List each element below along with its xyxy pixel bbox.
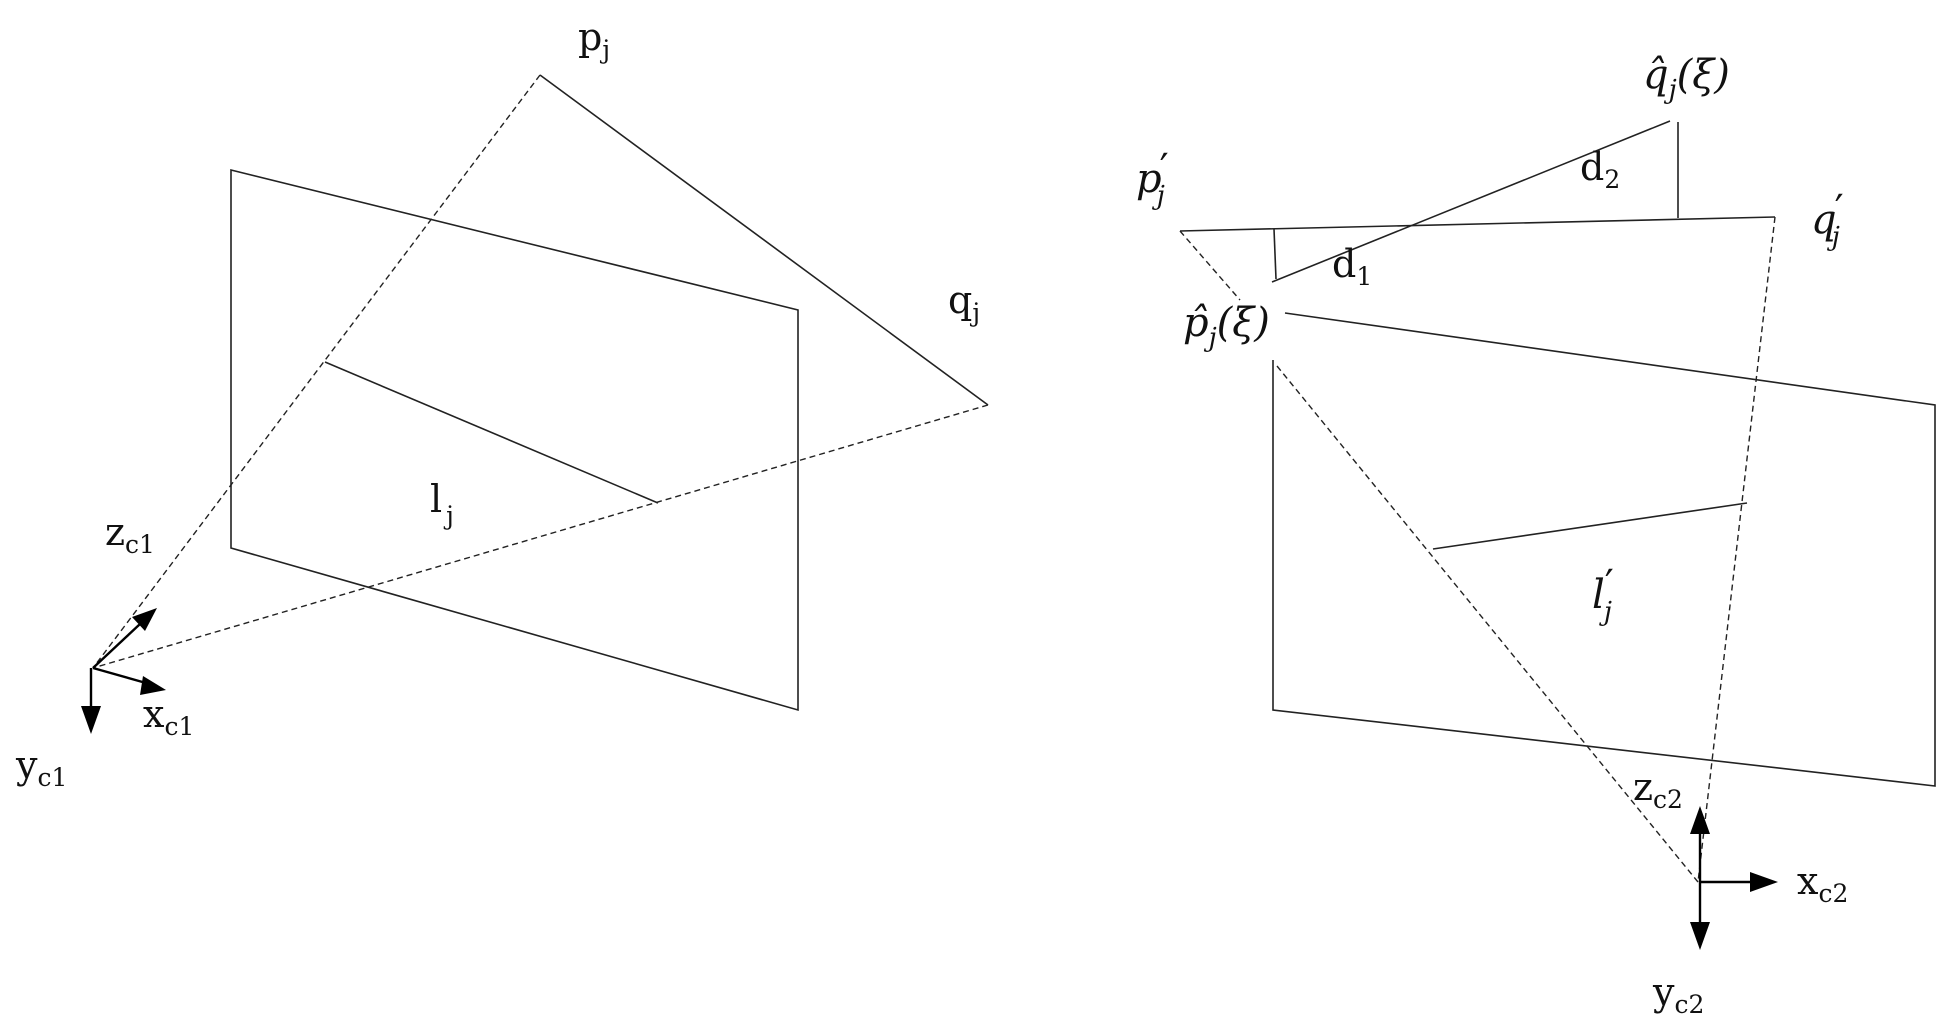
left-q-label: q bbox=[948, 278, 972, 322]
right-d2-label: d bbox=[1580, 145, 1604, 189]
right-ray-p-lower bbox=[1276, 365, 1699, 883]
left-p-sub: j bbox=[599, 35, 610, 64]
left-y-arrowhead bbox=[81, 706, 101, 734]
right-q-prime-label: q bbox=[1811, 197, 1837, 243]
left-z-arrowhead bbox=[132, 608, 157, 631]
left-l-label: l bbox=[430, 477, 442, 521]
svg-text:d1: d1 bbox=[1332, 242, 1372, 291]
left-y-label: y bbox=[15, 743, 38, 787]
svg-text:l′j: l′j bbox=[1592, 562, 1614, 627]
right-p-hat-arg: (ξ) bbox=[1217, 300, 1270, 346]
left-x-axis bbox=[92, 666, 147, 685]
svg-text:p̂j(ξ): p̂j(ξ) bbox=[1183, 300, 1270, 353]
right-l-prime-mark: ′ bbox=[1605, 562, 1614, 608]
left-x-arrowhead bbox=[140, 676, 166, 695]
right-ray-p-upper bbox=[1179, 230, 1241, 301]
right-d1-sub: 1 bbox=[1356, 262, 1372, 291]
svg-text:q̂j(ξ): q̂j(ξ) bbox=[1643, 52, 1730, 105]
left-ray-p bbox=[92, 74, 541, 669]
right-d1-label: d bbox=[1332, 242, 1356, 286]
left-q-sub: j bbox=[969, 298, 980, 327]
left-p-label: p bbox=[578, 15, 602, 59]
right-y-arrowhead bbox=[1690, 922, 1710, 950]
right-p-prime-label: p bbox=[1136, 156, 1162, 202]
right-y-sub: c2 bbox=[1674, 990, 1704, 1019]
svg-text:zc2: zc2 bbox=[1633, 765, 1683, 814]
right-d2-sub: 2 bbox=[1604, 165, 1620, 194]
right-projected-line-pq-hat bbox=[1271, 120, 1671, 283]
left-segment-pq bbox=[539, 74, 989, 406]
svg-text:q′j: q′j bbox=[1811, 187, 1844, 252]
svg-text:lj: lj bbox=[430, 477, 454, 530]
right-camera-group: p′j q′j p̂j(ξ) q̂j(ξ) l′j d1 d2 zc2 xc2 … bbox=[1136, 52, 1936, 1019]
svg-text:yc2: yc2 bbox=[1652, 970, 1704, 1019]
left-projected-line-lj bbox=[324, 361, 659, 504]
right-x-sub: c2 bbox=[1818, 879, 1848, 908]
svg-text:xc1: xc1 bbox=[143, 692, 194, 741]
svg-text:xc2: xc2 bbox=[1797, 859, 1848, 908]
right-q-prime-mark: ′ bbox=[1835, 187, 1844, 233]
svg-text:pj: pj bbox=[578, 15, 610, 64]
right-p-hat-label: p̂ bbox=[1183, 300, 1209, 346]
right-z-sub: c2 bbox=[1653, 785, 1683, 814]
svg-text:yc1: yc1 bbox=[15, 743, 67, 792]
left-y-sub: c1 bbox=[37, 763, 67, 792]
svg-text:qj: qj bbox=[948, 278, 980, 327]
svg-text:d2: d2 bbox=[1580, 145, 1620, 194]
left-z-label: z bbox=[105, 510, 125, 554]
svg-text:zc1: zc1 bbox=[105, 510, 155, 559]
right-x-label: x bbox=[1797, 859, 1818, 903]
right-y-label: y bbox=[1652, 970, 1675, 1014]
right-observed-line-pq-prime bbox=[1179, 216, 1776, 232]
right-z-arrowhead bbox=[1690, 806, 1710, 834]
left-z-sub: c1 bbox=[125, 530, 155, 559]
right-ray-q bbox=[1697, 216, 1776, 883]
left-x-sub: c1 bbox=[164, 712, 194, 741]
left-image-plane bbox=[230, 168, 799, 712]
right-l-prime-label: l bbox=[1592, 572, 1605, 618]
left-x-label: x bbox=[143, 692, 164, 736]
right-projected-line-lj-prime bbox=[1432, 502, 1748, 550]
svg-text:p′j: p′j bbox=[1136, 146, 1169, 211]
right-image-plane bbox=[1272, 312, 1936, 787]
left-z-axis bbox=[92, 623, 141, 669]
right-q-hat-arg: (ξ) bbox=[1677, 52, 1730, 98]
right-q-hat-label: q̂ bbox=[1643, 52, 1669, 98]
right-distance-d1-line bbox=[1273, 228, 1277, 280]
right-x-arrowhead bbox=[1750, 872, 1778, 892]
right-z-label: z bbox=[1633, 765, 1653, 809]
left-l-sub: j bbox=[443, 501, 454, 530]
right-p-prime-mark: ′ bbox=[1160, 146, 1169, 192]
left-ray-q bbox=[92, 404, 989, 669]
